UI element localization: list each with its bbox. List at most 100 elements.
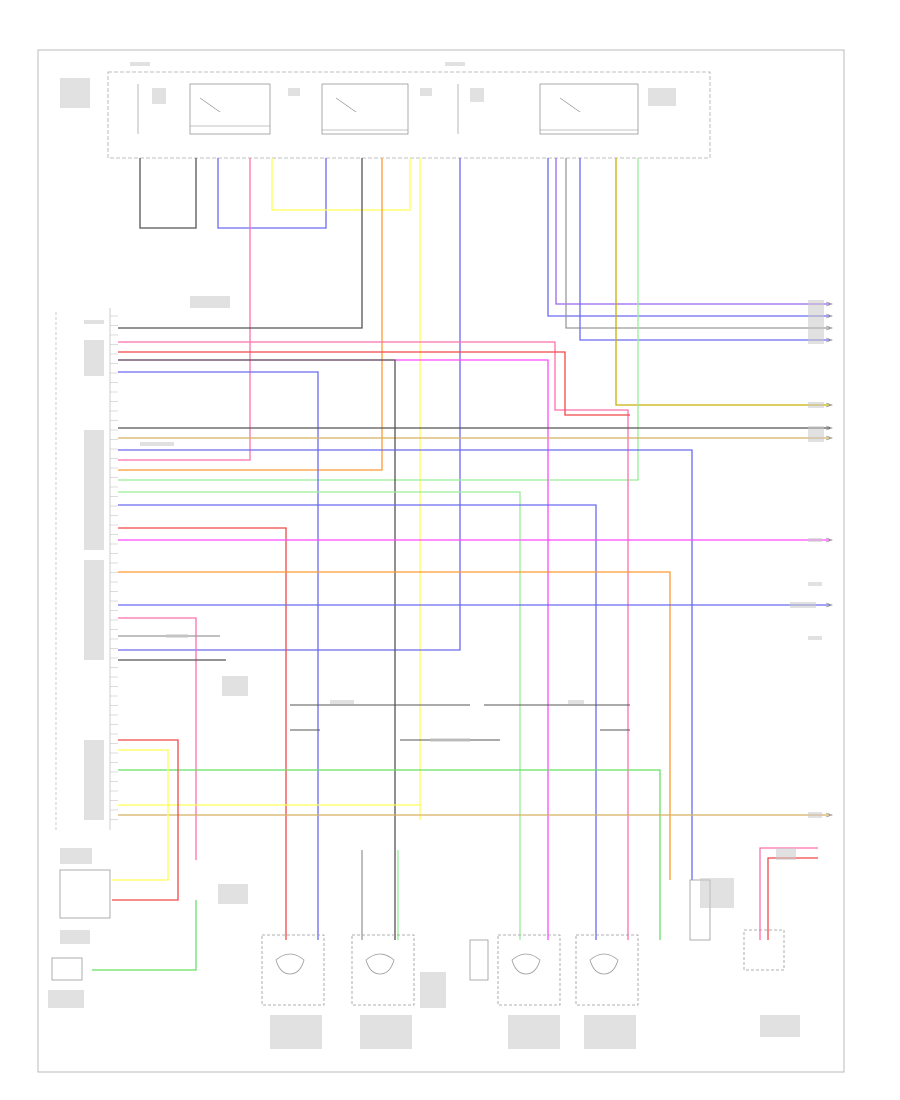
wire-terminal — [825, 313, 833, 319]
wire-blue-3 — [118, 504, 597, 940]
label-mark — [808, 636, 822, 640]
label-mark — [470, 88, 484, 102]
label-mark — [60, 848, 92, 864]
wire-top-yellow — [271, 158, 411, 211]
wire-top-blue-right — [547, 158, 830, 317]
wire-top-olive-right — [615, 158, 830, 406]
label-mark — [584, 1015, 636, 1049]
wire-blue-1 — [118, 371, 319, 940]
label-mark — [360, 1015, 412, 1049]
wire-pink-2 — [118, 617, 197, 860]
label-mark — [420, 972, 446, 1008]
label-mark — [270, 1015, 322, 1049]
right-terminals — [825, 301, 833, 818]
wire-yellow-sw — [112, 749, 169, 881]
wire-set — [92, 158, 830, 971]
wire-top-blue-right2 — [579, 158, 830, 341]
label-mark — [445, 62, 465, 66]
wire-top-green-right — [118, 158, 639, 481]
relay-right — [539, 83, 639, 135]
label-mark — [760, 1015, 800, 1037]
wire-terminal — [825, 602, 833, 608]
wire-green-brake — [92, 900, 197, 971]
label-mark — [140, 442, 174, 446]
brake-switch — [51, 957, 83, 981]
ground-box-right — [743, 929, 785, 971]
relay-middle — [321, 83, 409, 135]
wire-top-black-left — [139, 158, 197, 229]
label-mark — [60, 78, 90, 108]
wire-red-1 — [118, 351, 630, 416]
label-mark — [430, 738, 470, 742]
wire-terminal — [825, 812, 833, 818]
wire-top-blue-left — [217, 158, 327, 229]
wire-terminal — [825, 425, 833, 431]
label-mark — [568, 700, 584, 704]
wire-red-right — [767, 857, 818, 940]
wire-green-3 — [118, 769, 661, 940]
label-mark — [218, 884, 248, 904]
sensor-left-rear — [497, 934, 561, 1006]
label-mark — [808, 812, 822, 818]
wire-red-low — [112, 739, 179, 901]
wire-top-orange-down — [118, 158, 383, 471]
connector-mid — [469, 939, 489, 981]
top-relay-box — [107, 71, 711, 159]
wire-black-2 — [118, 359, 396, 940]
label-mark — [84, 740, 104, 820]
label-mark — [130, 62, 150, 66]
label-mark — [420, 88, 432, 96]
wire-red-2 — [118, 527, 287, 940]
label-mark — [152, 88, 166, 104]
relay-left — [189, 83, 271, 135]
label-mark — [648, 88, 676, 106]
label-mark — [808, 582, 822, 586]
wire-pink-right — [759, 847, 818, 940]
ecu-pin-ticks — [110, 315, 118, 820]
label-mark — [700, 878, 734, 908]
ecu-connector-strip — [55, 308, 111, 830]
wire-green-2 — [118, 491, 521, 940]
wire-terminal — [825, 337, 833, 343]
label-mark — [790, 602, 816, 608]
wire-terminal — [825, 402, 833, 408]
wire-top-gray-right — [565, 158, 830, 329]
label-mark — [48, 990, 84, 1008]
label-mark — [330, 700, 354, 704]
label-mark — [84, 340, 104, 376]
wire-top-blue-down — [118, 158, 461, 651]
switch-box-left — [59, 869, 111, 919]
wire-blue-2 — [118, 449, 693, 880]
sensor-left-front — [261, 934, 325, 1006]
diagram-border — [37, 49, 845, 1073]
label-mark — [84, 320, 104, 324]
label-mark — [222, 676, 248, 696]
label-mark — [84, 430, 104, 550]
wire-terminal — [825, 325, 833, 331]
label-marks — [48, 62, 824, 1049]
bottom-components — [51, 869, 785, 1006]
label-mark — [60, 930, 90, 944]
wire-pink-1 — [118, 341, 629, 940]
wire-orange-long — [118, 571, 671, 880]
wire-top-black-mid — [118, 158, 363, 329]
label-mark — [166, 634, 188, 638]
label-mark — [808, 538, 822, 542]
label-mark — [808, 402, 824, 408]
wire-terminal — [825, 301, 833, 307]
wire-top-violet-right — [555, 158, 830, 305]
wire-terminal — [825, 435, 833, 441]
sensor-right-rear — [575, 934, 639, 1006]
label-mark — [776, 848, 796, 860]
label-mark — [84, 560, 104, 660]
label-mark — [808, 300, 824, 344]
label-mark — [808, 426, 824, 442]
splice-bars — [290, 704, 630, 741]
sensor-right-front — [351, 934, 415, 1006]
label-mark — [508, 1015, 560, 1049]
label-mark — [288, 88, 300, 96]
wire-terminal — [825, 537, 833, 543]
label-mark — [190, 296, 230, 308]
wire-top-pink-down — [118, 158, 251, 461]
